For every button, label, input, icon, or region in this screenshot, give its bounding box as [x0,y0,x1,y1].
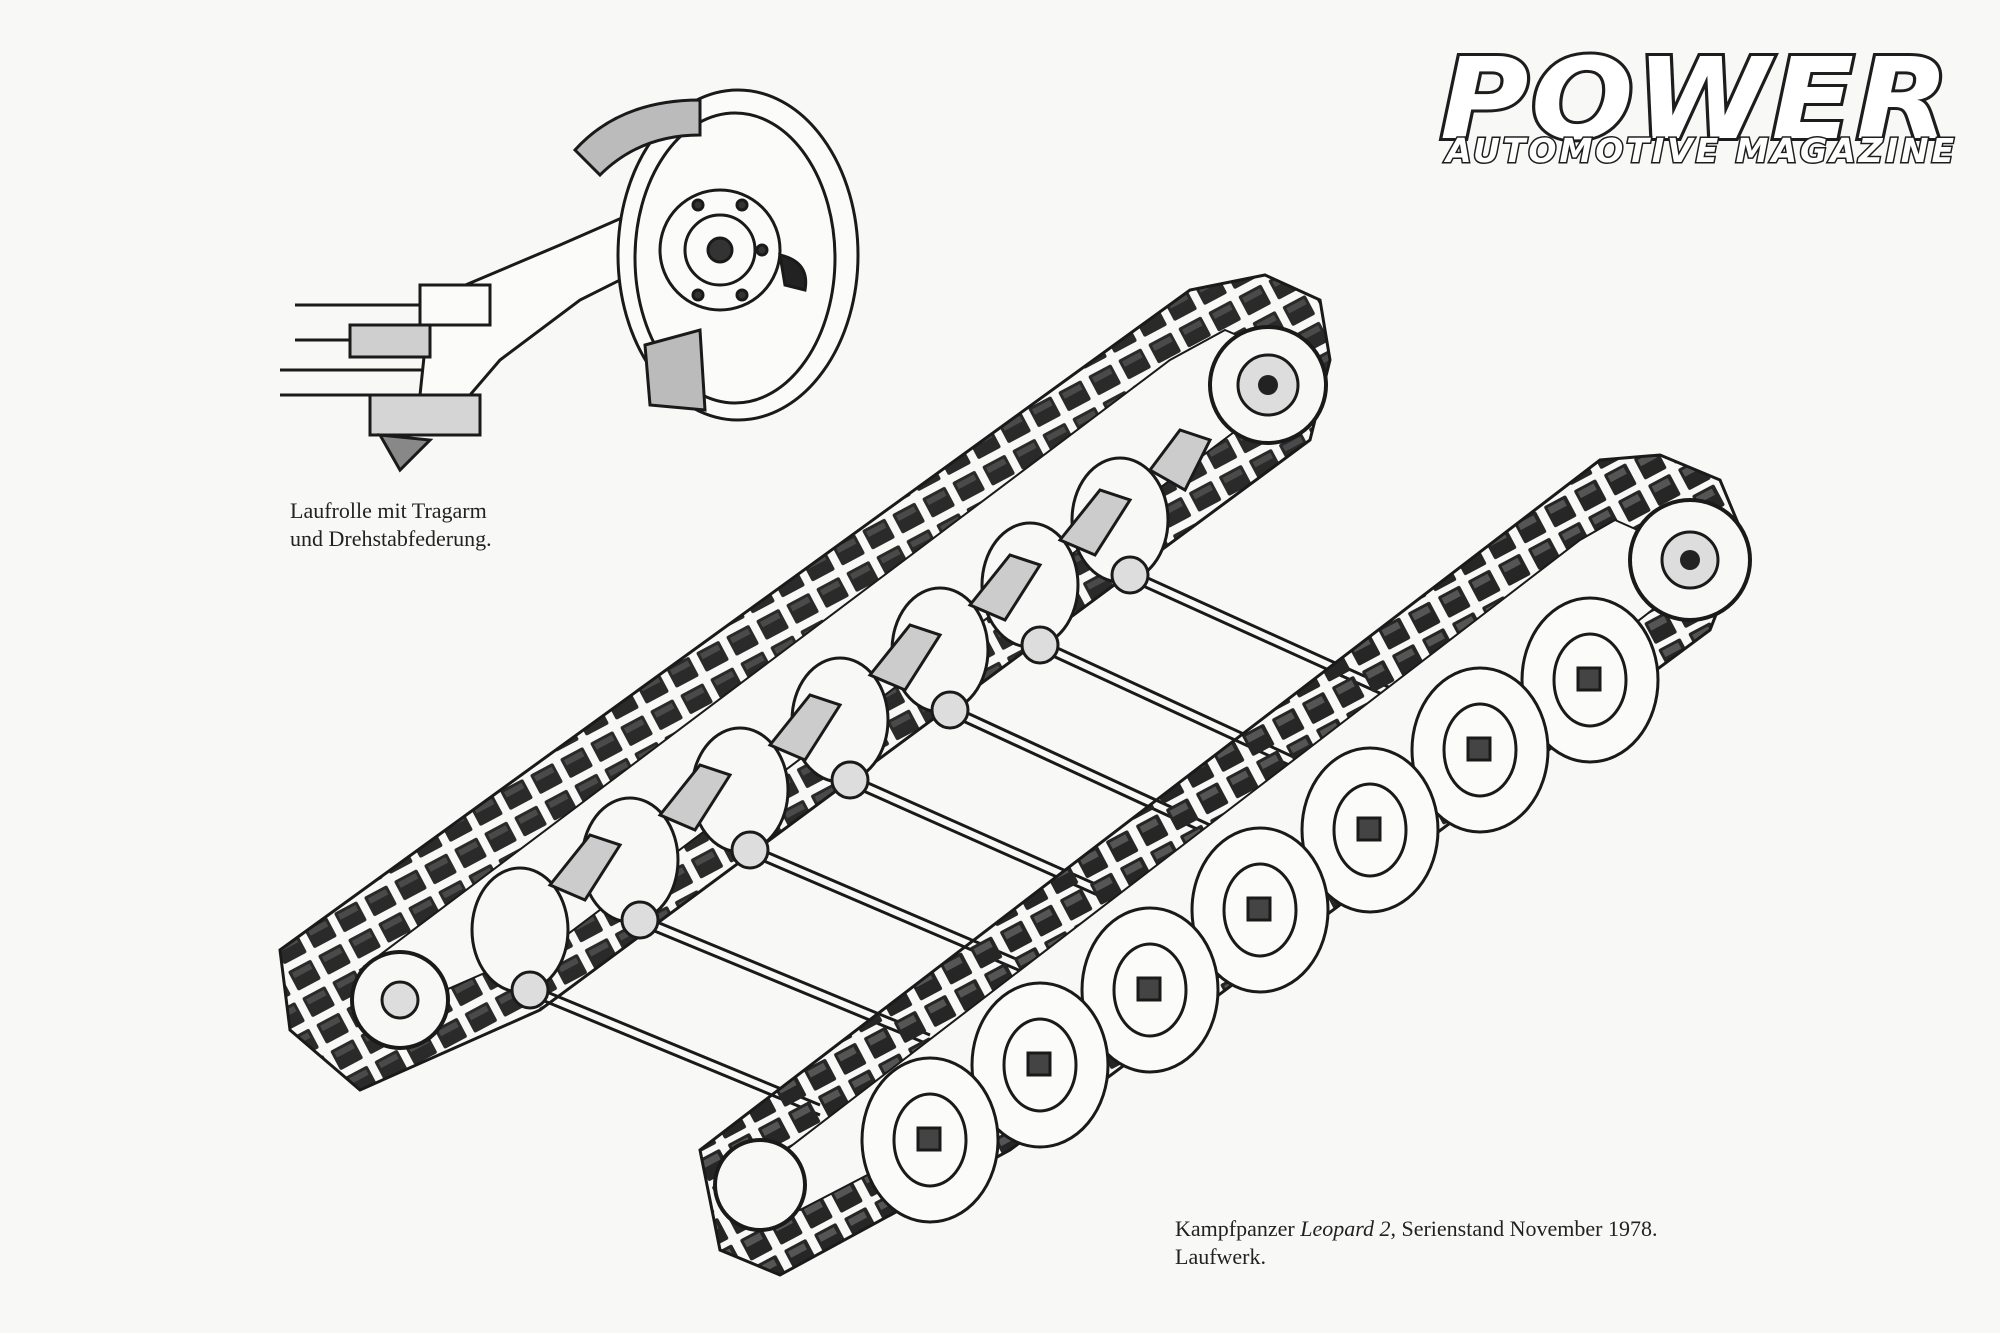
main-caption-suffix: , Serienstand November 1978. [1390,1216,1658,1241]
detail-caption-line-2: und Drehstabfederung. [290,525,492,551]
main-caption-model: Leopard 2 [1300,1216,1391,1241]
brand-subtitle: AUTOMOTIVE MAGAZINE [1444,131,1958,170]
near-road-wheels-icon [860,596,1660,1224]
detail-caption-line-1: Laufrolle mit Tragarm [290,498,487,523]
main-caption-line-2: Laufwerk. [1175,1243,1267,1269]
brand-logo: POWER AUTOMOTIVE MAGAZINE [1437,41,1975,170]
brand-title: POWER [1437,35,1953,165]
main-caption-line-1: Kampfpanzer Leopard 2, Serienstand Novem… [1175,1215,1657,1243]
main-caption: Kampfpanzer Leopard 2, Serienstand Novem… [1175,1215,1657,1270]
main-caption-prefix: Kampfpanzer [1175,1216,1301,1241]
detail-caption: Laufrolle mit Tragarm und Drehstabfederu… [290,497,492,552]
road-wheel-detail-icon [280,88,860,473]
far-road-wheels-icon [470,428,1213,994]
